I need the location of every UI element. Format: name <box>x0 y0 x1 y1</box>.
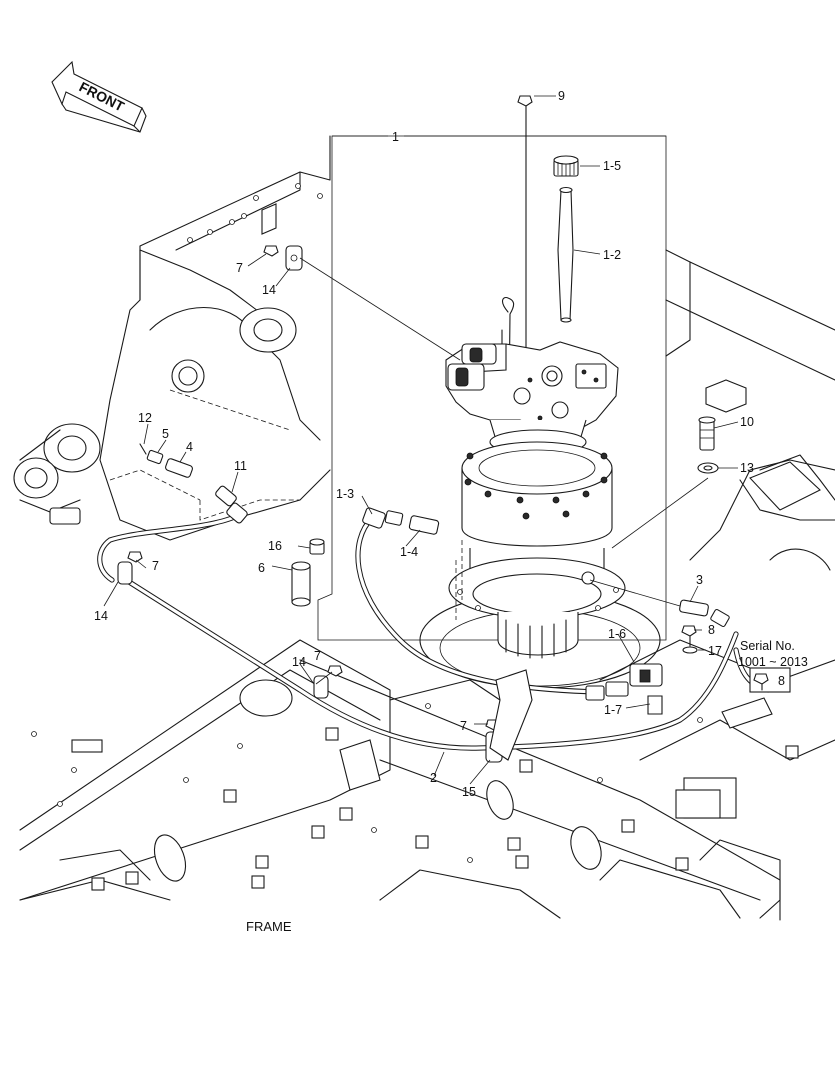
serial-label: Serial No. <box>740 639 795 653</box>
callout-7-a: 7 <box>236 261 243 275</box>
callout-15: 15 <box>462 785 476 799</box>
callout-6: 6 <box>258 561 265 575</box>
frame-label: FRAME <box>246 919 292 934</box>
bolt-10 <box>698 416 716 451</box>
callout-13: 13 <box>740 461 754 475</box>
callout-8-serial: 8 <box>778 674 785 688</box>
callout-9: 9 <box>558 89 565 103</box>
clamp-14-c <box>313 675 329 699</box>
clamp-14-b <box>117 561 133 585</box>
bolt-9 <box>517 95 533 381</box>
callout-1-3: 1-3 <box>336 487 354 501</box>
bolt-7-a <box>263 245 279 257</box>
front-direction-arrow: FRONT <box>51 60 147 133</box>
hydraulic-hoses <box>97 515 771 751</box>
callout-12: 12 <box>138 411 152 425</box>
breather-cap-1-5 <box>553 155 579 177</box>
bolt-7-b <box>127 551 143 563</box>
swing-motor <box>445 95 626 659</box>
callout-14-a: 14 <box>262 283 276 297</box>
callout-5: 5 <box>162 427 169 441</box>
callout-14-b: 14 <box>94 609 108 623</box>
bolt-8-a <box>681 625 697 647</box>
serial-number-note: Serial No. 1001 ~ 2013 8 <box>738 639 808 693</box>
fittings <box>117 245 773 763</box>
leader-lines <box>103 95 739 785</box>
callout-3: 3 <box>696 573 703 587</box>
callout-10: 10 <box>740 415 754 429</box>
callout-1-6: 1-6 <box>608 627 626 641</box>
callout-11: 11 <box>234 459 247 473</box>
callout-1: 1 <box>392 130 399 144</box>
callout-7-b: 7 <box>152 559 159 573</box>
frame-bolt-bosses <box>91 727 799 891</box>
callout-4: 4 <box>186 440 193 454</box>
bolt-7-c <box>327 665 343 677</box>
callout-16: 16 <box>268 539 282 553</box>
callout-17: 17 <box>708 644 722 658</box>
callout-8-a: 8 <box>708 623 715 637</box>
pin-6 <box>291 561 311 607</box>
plug-16 <box>309 538 325 555</box>
serial-range: 1001 ~ 2013 <box>738 655 808 669</box>
washer-17 <box>682 646 698 654</box>
callout-1-2: 1-2 <box>603 248 621 262</box>
upper-frame-structure <box>13 135 835 571</box>
lower-frame <box>19 591 835 921</box>
callout-7-d: 7 <box>460 719 467 733</box>
callout-2: 2 <box>430 771 437 785</box>
callout-7-c: 7 <box>314 649 321 663</box>
callouts: 1 9 1-5 1-2 1-3 1-4 1-6 1-7 2 3 4 5 6 7 … <box>94 89 754 799</box>
clamp-14-a <box>285 245 303 271</box>
callout-1-4: 1-4 <box>400 545 418 559</box>
callout-1-7: 1-7 <box>604 703 622 717</box>
callout-1-5: 1-5 <box>603 159 621 173</box>
callout-14-c: 14 <box>292 655 306 669</box>
